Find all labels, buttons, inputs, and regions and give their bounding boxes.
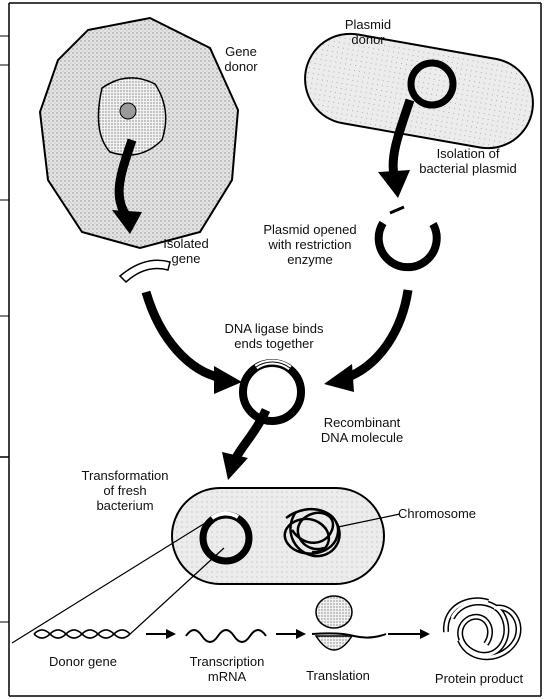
label-dna-ligase: DNA ligase binds ends together <box>208 321 340 351</box>
arrow-to-fresh-bacterium <box>222 410 266 480</box>
label-donor-gene: Donor gene <box>36 654 130 669</box>
arrow-helix-to-mrna <box>146 629 176 639</box>
arrow-mrna-to-translation <box>276 629 306 639</box>
label-transformation: Transformation of fresh bacterium <box>70 468 180 513</box>
label-isolation-of-plasmid: Isolation of bacterial plasmid <box>408 146 528 176</box>
donor-gene-helix <box>34 630 130 638</box>
opened-plasmid-ring <box>379 223 437 267</box>
gene-donor-nucleolus <box>120 103 136 119</box>
label-chromosome: Chromosome <box>398 506 498 521</box>
mrna-strand <box>186 630 266 642</box>
label-isolated-gene: Isolated gene <box>154 236 218 266</box>
label-protein-product: Protein product <box>424 671 534 686</box>
label-gene-donor: Gene donor <box>206 44 276 74</box>
label-transcription-mrna: Transcription mRNA <box>172 654 282 684</box>
margin-ticks <box>0 36 9 622</box>
ribosome <box>312 596 386 650</box>
label-plasmid-opened: Plasmid opened with restriction enzyme <box>250 222 370 267</box>
label-translation: Translation <box>296 668 380 683</box>
label-plasmid-donor: Plasmid donor <box>328 17 408 47</box>
arrow-translation-to-protein <box>388 629 430 639</box>
fresh-bacterium <box>172 488 384 584</box>
recombinant-dna-ring <box>243 362 301 421</box>
label-recombinant-dna: Recombinant DNA molecule <box>300 415 424 445</box>
